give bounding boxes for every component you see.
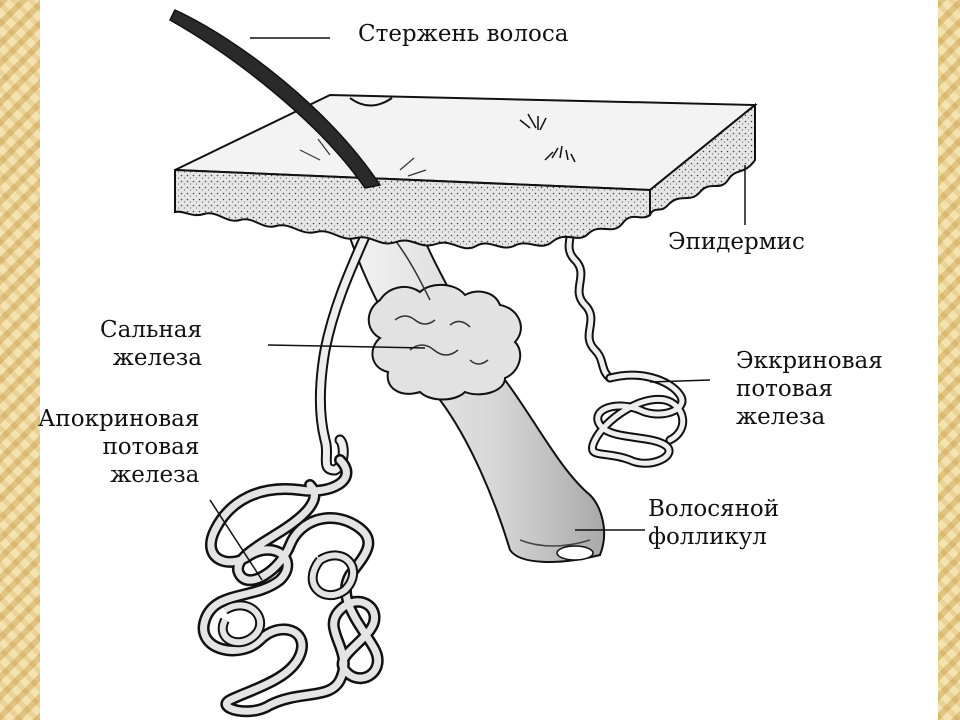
label-apocrine-gland: Апокриновая потовая железа <box>38 405 199 489</box>
label-sebaceous-line-1: Сальная <box>100 317 202 343</box>
label-follicle-line-2: фолликул <box>648 524 767 550</box>
label-hair-shaft: Стержень волоса <box>358 21 569 47</box>
label-epidermis: Эпидермис <box>668 229 805 255</box>
eccrine-sweat-gland <box>555 165 688 468</box>
background-texture-left <box>0 0 40 720</box>
label-eccrine-line-3: железа <box>736 404 826 430</box>
sebaceous-gland <box>367 239 522 401</box>
label-apocrine-line-1: Апокриновая <box>38 406 200 432</box>
label-sebaceous-gland: Сальная железа <box>100 316 202 372</box>
label-sebaceous-line-2: железа <box>112 345 202 371</box>
label-apocrine-line-2: потовая <box>102 434 200 460</box>
label-follicle-line-1: Волосяной <box>648 496 780 522</box>
label-eccrine-line-1: Эккриновая <box>736 348 883 374</box>
leader-lines <box>209 37 746 581</box>
label-apocrine-line-3: железа <box>110 462 200 488</box>
label-hair-follicle: Волосяной фолликул <box>648 495 779 551</box>
skin-block <box>169 9 758 250</box>
background-texture-right <box>938 0 960 720</box>
label-eccrine-line-2: потовая <box>736 376 833 402</box>
label-eccrine-gland: Эккриновая потовая железа <box>736 347 883 431</box>
apocrine-sweat-gland <box>197 214 384 718</box>
